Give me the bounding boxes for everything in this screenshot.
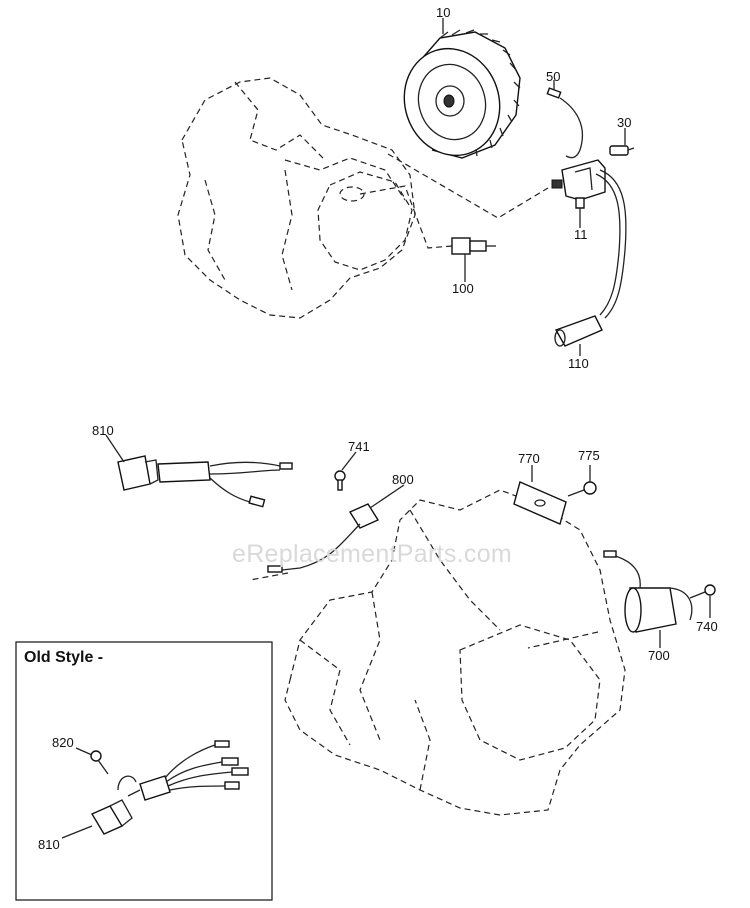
old-style-switch-harness: [90, 740, 249, 835]
callout-50: 50: [546, 69, 561, 84]
callout-810-old-style: 810: [38, 837, 60, 852]
leader-11: [387, 153, 549, 219]
bracket-part-770: [513, 481, 567, 525]
callout-ticks: [61, 18, 711, 839]
starter-motor-part-700: [603, 550, 693, 633]
callout-740: 740: [696, 619, 718, 634]
old-style-box-frame: [15, 641, 273, 901]
old-style-title: Old Style -: [24, 649, 104, 666]
callout-820: 820: [52, 735, 74, 750]
screw-part-740: [689, 584, 716, 599]
callout-810: 810: [92, 423, 114, 438]
watermark-text: eReplacementParts.com: [232, 540, 513, 568]
screw-part-30: [609, 145, 635, 156]
engine-bottom-outline: [284, 489, 626, 816]
screw-part-775: [567, 481, 597, 497]
leader-800: [249, 572, 289, 581]
screw-part-820: [90, 750, 109, 775]
callout-770: 770: [518, 451, 540, 466]
engine-top-outline: [177, 77, 416, 319]
callout-100: 100: [452, 281, 474, 296]
callout-110: 110: [568, 356, 589, 371]
switch-harness-part-810: [117, 455, 293, 508]
wire-part-800: [267, 503, 380, 573]
spark-plug-wire-part-110: [554, 169, 627, 347]
callout-775: 775: [578, 448, 600, 463]
leader-100: [359, 185, 453, 249]
callout-741: 741: [348, 439, 370, 454]
flywheel-part-10: [403, 29, 521, 159]
spark-plug-part-100: [451, 237, 496, 255]
ground-wire-part-50: [546, 87, 584, 159]
callout-30: 30: [617, 115, 632, 130]
ignition-coil-part-11: [551, 159, 606, 209]
screw-part-741: [334, 470, 346, 491]
callout-700: 700: [648, 648, 670, 663]
callout-800: 800: [392, 472, 414, 487]
callout-10: 10: [436, 5, 451, 20]
callout-11: 11: [574, 227, 588, 242]
leader-700: [527, 631, 599, 649]
